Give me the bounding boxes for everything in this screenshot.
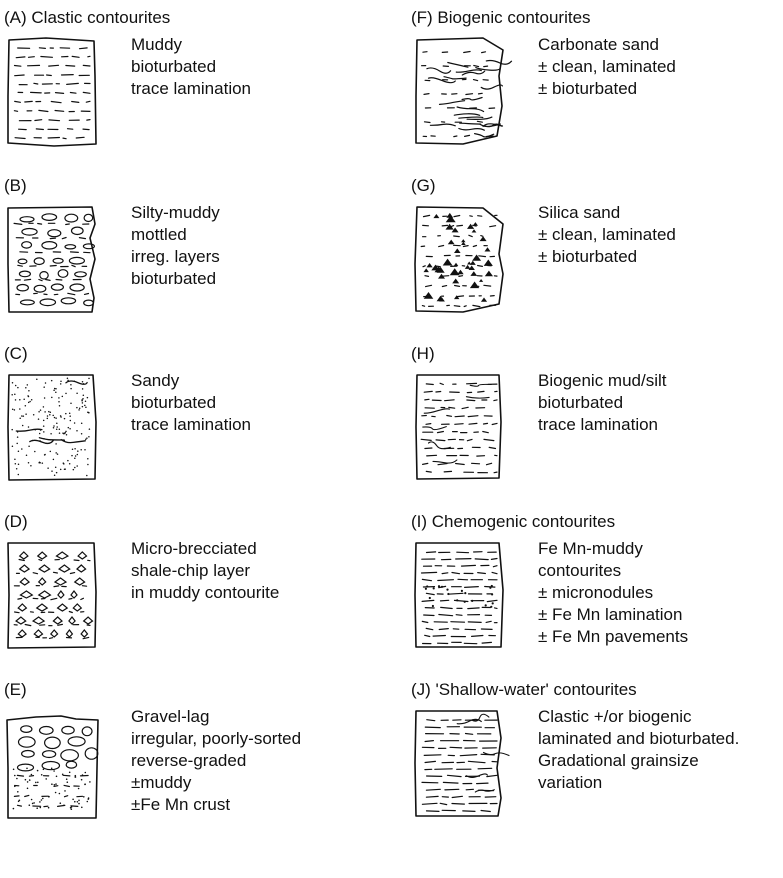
core-sketch-svg	[7, 542, 97, 649]
sediment-core-sketch	[413, 372, 505, 482]
description-line: Silty-muddy	[131, 203, 220, 222]
description-line: Gravel-lag	[131, 707, 210, 726]
description-line: bioturbated	[131, 393, 217, 412]
core-outline	[414, 206, 504, 313]
core-sketch-svg	[6, 715, 99, 819]
facies-panel-h: (H) Biogenic mud/silt bioturbated trace lam…	[411, 344, 783, 514]
description-line: irreg. layers	[131, 247, 220, 266]
panel-heading: (G)	[411, 176, 436, 195]
panel-heading: (E)	[4, 680, 27, 699]
panel-heading: (H)	[411, 344, 435, 363]
core-sketch-svg	[7, 374, 97, 481]
facies-panel-d: (D) Micro-brecciated shale-chip layer in mu…	[4, 512, 384, 682]
description-line: Fe Mn-muddy	[538, 539, 643, 558]
description-line: Clastic +/or biogenic	[538, 707, 692, 726]
panel-description: Muddy bioturbated trace lamination	[131, 34, 251, 100]
sediment-core-sketch	[6, 204, 98, 314]
description-line: contourites	[538, 561, 622, 580]
sediment-core-sketch	[413, 204, 505, 314]
description-line: Gradational grainsize	[538, 751, 699, 770]
description-line: mottled	[131, 225, 187, 244]
sediment-core-sketch	[413, 708, 510, 818]
core-outline	[414, 542, 504, 648]
description-line: ± micronodules	[538, 583, 654, 602]
facies-panel-c: (C) Sandy bioturbated trace lamination	[4, 344, 384, 514]
sediment-core-sketch	[413, 36, 513, 146]
description-line: in muddy contourite	[131, 583, 280, 602]
panel-heading: (B)	[4, 176, 27, 195]
panel-heading: (C)	[4, 344, 28, 363]
description-line: variation	[538, 773, 603, 792]
description-line: bioturbated	[538, 393, 624, 412]
description-line: Carbonate sand	[538, 35, 659, 54]
description-line: Micro-brecciated	[131, 539, 257, 558]
core-outline	[7, 37, 97, 147]
description-line: reverse-graded	[131, 751, 247, 770]
description-line: trace lamination	[538, 415, 659, 434]
panel-heading: (A) Clastic contourites	[4, 8, 171, 27]
description-line: Silica sand	[538, 203, 621, 222]
description-line: laminated and bioturbated.	[538, 729, 740, 748]
description-line: ±Fe Mn crust	[131, 795, 231, 814]
description-line: ± clean, laminated	[538, 225, 676, 244]
core-sketch-svg	[7, 37, 97, 147]
facies-panel-i: (I) Chemogenic contourites Fe Mn-muddy con…	[411, 512, 783, 682]
description-line: ± Fe Mn pavements	[538, 627, 689, 646]
core-sketch-svg	[414, 542, 504, 648]
core-sketch-svg	[415, 374, 502, 480]
core-sketch-svg	[415, 37, 513, 145]
facies-panel-b: (B) Silty-muddy mottled irreg. layers biotur…	[4, 176, 384, 346]
core-sketch-svg	[414, 206, 504, 313]
panel-heading: (F) Biogenic contourites	[411, 8, 591, 27]
description-line: Muddy	[131, 35, 183, 54]
core-outline	[6, 715, 99, 819]
panel-description: Biogenic mud/silt bioturbated trace lamina…	[538, 370, 667, 436]
core-outline	[415, 374, 502, 480]
description-line: trace lamination	[131, 415, 252, 434]
description-line: ± bioturbated	[538, 247, 638, 266]
sediment-core-sketch	[6, 708, 99, 819]
sediment-core-sketch	[413, 540, 505, 650]
panel-description: Clastic +/or biogenic laminated and biotu…	[538, 706, 739, 794]
panel-description: Gravel-lag irregular, poorly-sorted revers…	[131, 706, 301, 816]
description-line: shale-chip layer	[131, 561, 251, 580]
description-line: bioturbated	[131, 57, 217, 76]
core-outline	[7, 374, 97, 481]
description-line: ± clean, laminated	[538, 57, 676, 76]
facies-panel-g: (G) Silica sand ± clean, laminated ± biotur…	[411, 176, 783, 346]
description-line: ± Fe Mn lamination	[538, 605, 683, 624]
core-sketch-svg	[7, 206, 96, 313]
description-line: ± bioturbated	[538, 79, 638, 98]
description-line: trace lamination	[131, 79, 252, 98]
panel-description: Sandy bioturbated trace lamination	[131, 370, 251, 436]
core-outline	[415, 37, 504, 145]
description-line: bioturbated	[131, 269, 217, 288]
panel-description: Micro-brecciated shale-chip layer in muddy…	[131, 538, 279, 604]
panel-description: Silty-muddy mottled irreg. layers bioturbat…	[131, 202, 220, 290]
facies-panel-e: (E) Gravel-lag irregular, poorly-sorted rev…	[4, 680, 384, 850]
panel-description: Carbonate sand ± clean, laminated ± biotur…	[538, 34, 676, 100]
panel-heading: (D)	[4, 512, 28, 531]
description-line: Biogenic mud/silt	[538, 371, 667, 390]
sediment-core-sketch	[6, 372, 98, 482]
sediment-core-sketch	[6, 36, 98, 147]
description-line: ±muddy	[131, 773, 192, 792]
core-sketch-svg	[414, 710, 510, 817]
panel-heading: (I) Chemogenic contourites	[411, 512, 616, 531]
description-line: irregular, poorly-sorted	[131, 729, 302, 748]
panel-heading: (J) 'Shallow-water' contourites	[411, 680, 637, 699]
sediment-core-sketch	[6, 540, 98, 650]
panel-description: Fe Mn-muddy contourites ± micronodules ± Fe…	[538, 538, 688, 648]
panel-description: Silica sand ± clean, laminated ± bioturbat…	[538, 202, 676, 268]
description-line: Sandy	[131, 371, 180, 390]
